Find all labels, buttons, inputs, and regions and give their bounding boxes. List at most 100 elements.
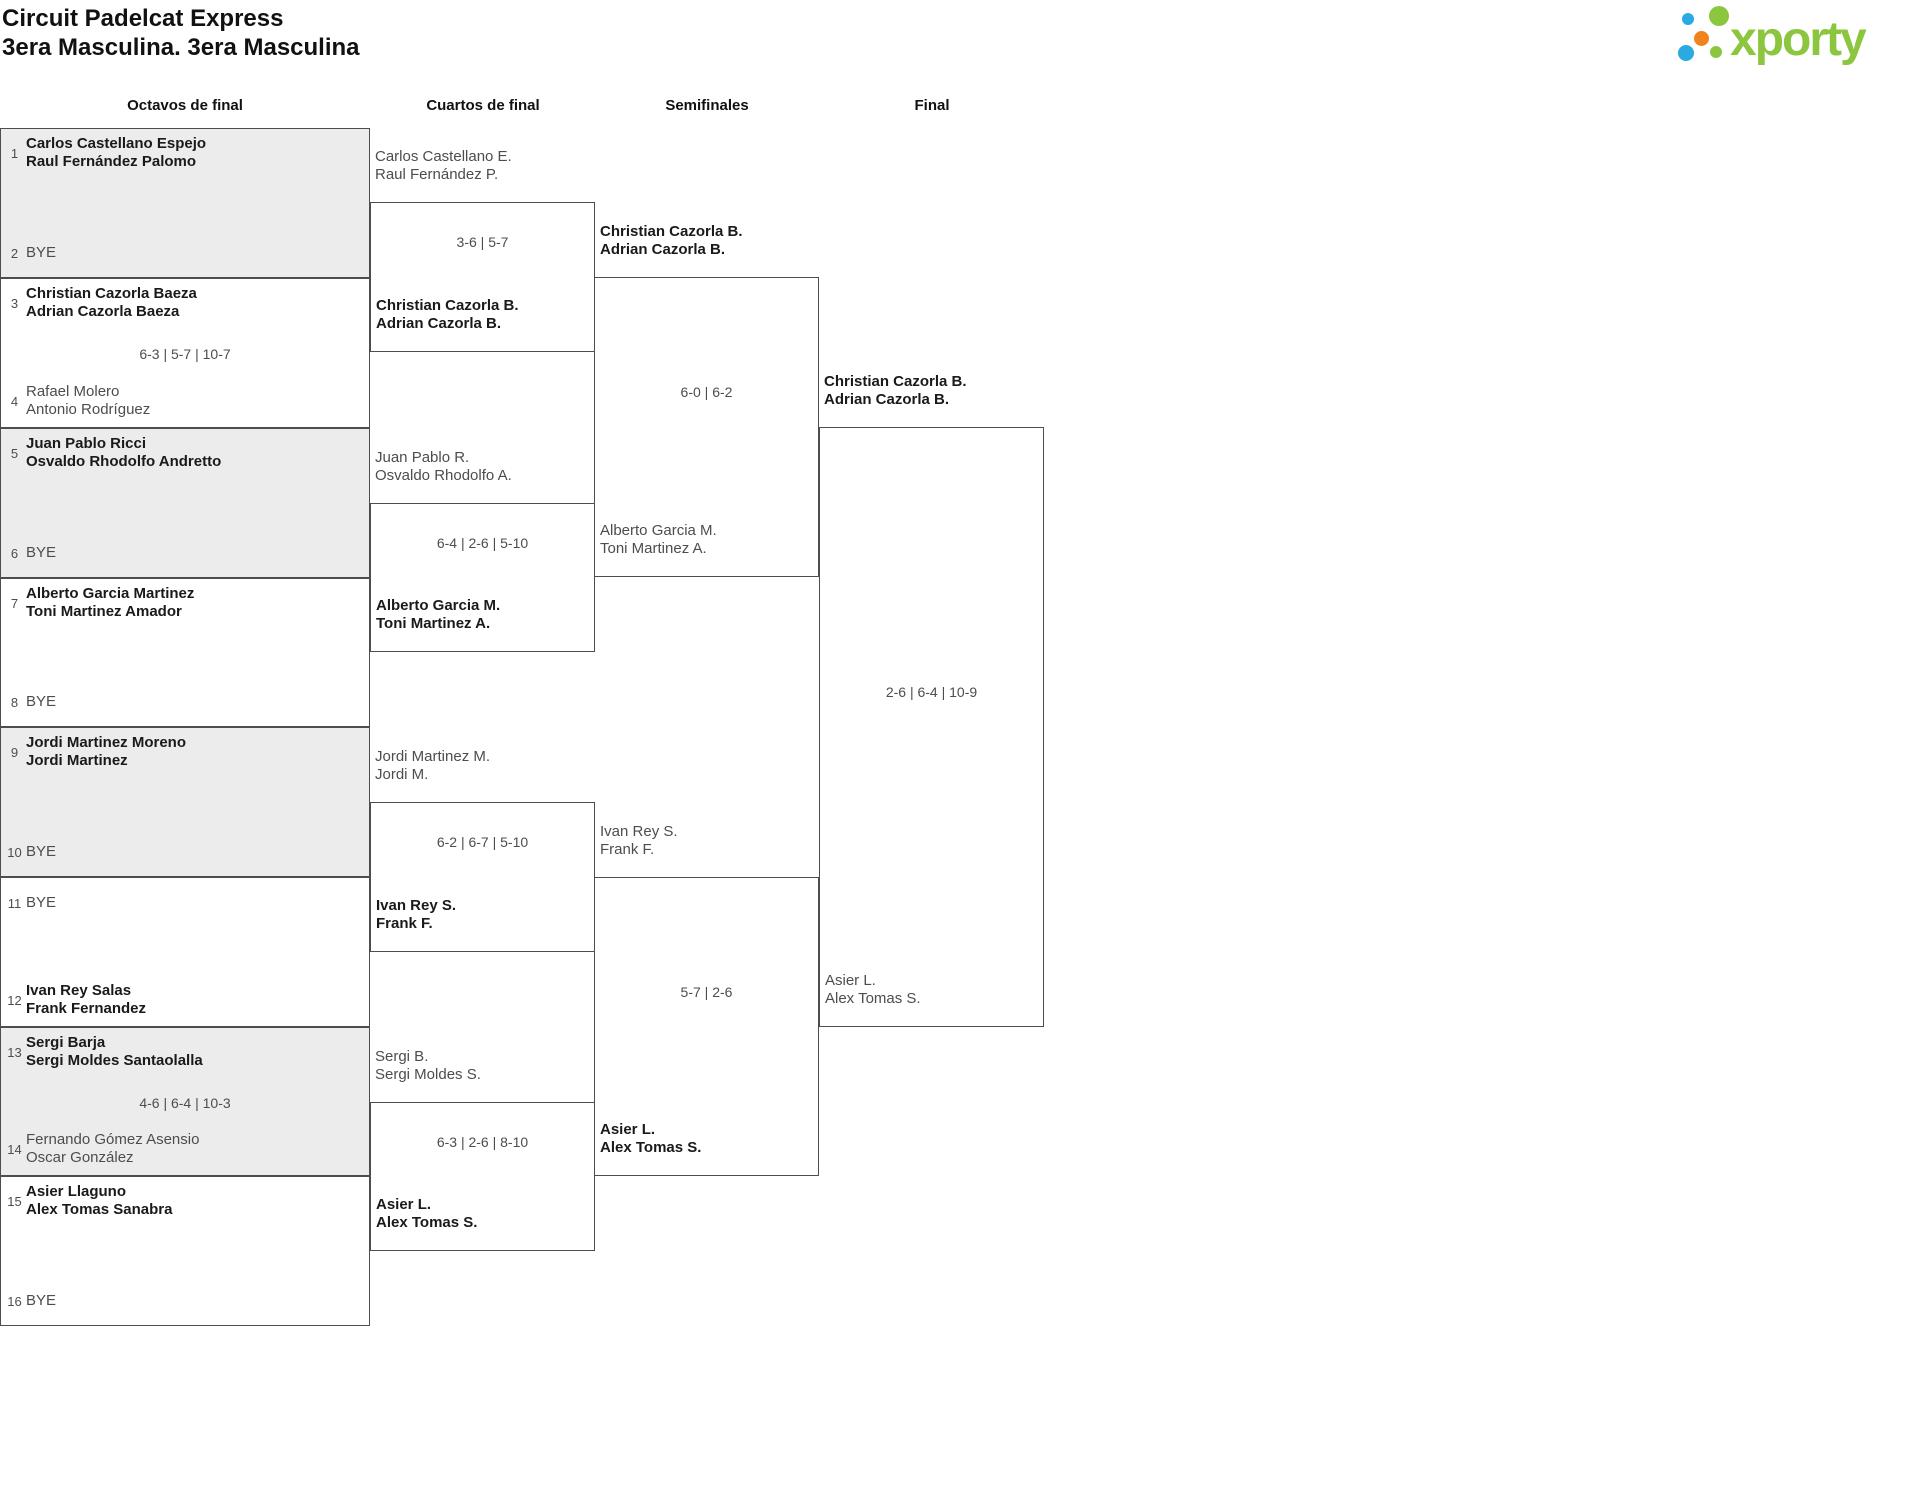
team-name: Ivan Rey Salas Frank Fernandez bbox=[26, 982, 147, 1017]
seed-number: 11 bbox=[7, 895, 22, 911]
finalist-team-label: Christian Cazorla B. Adrian Cazorla B. bbox=[824, 373, 967, 408]
logo-wordmark: xporty bbox=[1730, 13, 1867, 66]
octavos-match-box-4: 7 Alberto Garcia Martinez Toni Martinez … bbox=[0, 578, 370, 727]
seed-number: 5 bbox=[10, 445, 19, 461]
team-slot: 11 BYE bbox=[6, 894, 365, 912]
seed-number: 10 bbox=[7, 844, 22, 860]
tournament-title: Circuit Padelcat Express bbox=[2, 5, 284, 32]
semifinal-match-box-2: 5-7 | 2-6 Asier L. Alex Tomas S. bbox=[594, 877, 819, 1176]
winner-team-label: Asier L. Alex Tomas S. bbox=[600, 1121, 702, 1156]
seed-number: 14 bbox=[7, 1141, 22, 1157]
advancing-team-label: Juan Pablo R. Osvaldo Rhodolfo A. bbox=[375, 449, 512, 484]
team-slot: 5 Juan Pablo Ricci Osvaldo Rhodolfo Andr… bbox=[6, 435, 365, 471]
winner-team-label: Ivan Rey S. Frank F. bbox=[376, 897, 457, 932]
final-match-box: 2-6 | 6-4 | 10-9 Asier L. Alex Tomas S. bbox=[819, 427, 1044, 1027]
team-slot: 6 BYE bbox=[6, 544, 365, 562]
octavos-match-box-1: 1 Carlos Castellano Espejo Raul Fernánde… bbox=[0, 128, 370, 278]
team-slot: 1 Carlos Castellano Espejo Raul Fernánde… bbox=[6, 135, 365, 171]
team-slot: 14 Fernando Gómez Asensio Oscar González bbox=[6, 1131, 365, 1167]
match-score: 6-3 | 5-7 | 10-7 bbox=[139, 346, 231, 362]
octavos-match-box-6: 11 BYE 12 Ivan Rey Salas Frank Fernandez bbox=[0, 877, 370, 1027]
team-name: Christian Cazorla Baeza Adrian Cazorla B… bbox=[26, 285, 197, 320]
logo-dot-green-large bbox=[1709, 6, 1729, 26]
seed-number: 16 bbox=[7, 1293, 22, 1309]
team-name: Rafael Molero Antonio Rodríguez bbox=[26, 383, 151, 418]
match-score: 3-6 | 5-7 bbox=[456, 234, 509, 250]
seed-number: 13 bbox=[7, 1044, 22, 1060]
team-slot: 4 Rafael Molero Antonio Rodríguez bbox=[6, 383, 365, 419]
cuartos-match-box-3: 6-2 | 6-7 | 5-10 Ivan Rey S. Frank F. bbox=[370, 802, 595, 952]
seed-number: 6 bbox=[10, 545, 19, 561]
seed-number: 3 bbox=[10, 295, 19, 311]
seed-number: 2 bbox=[10, 245, 19, 261]
cuartos-match-box-1: 3-6 | 5-7 Christian Cazorla B. Adrian Ca… bbox=[370, 202, 595, 352]
team-slot: 9 Jordi Martinez Moreno Jordi Martinez bbox=[6, 734, 365, 770]
team-slot: 16 BYE bbox=[6, 1292, 365, 1310]
match-score: 4-6 | 6-4 | 10-3 bbox=[139, 1095, 231, 1111]
round-header-cuartos: Cuartos de final bbox=[426, 97, 540, 114]
advancing-team-label: Christian Cazorla B. Adrian Cazorla B. bbox=[600, 223, 743, 258]
winner-team-label: Asier L. Alex Tomas S. bbox=[376, 1196, 478, 1231]
round-header-final: Final bbox=[914, 97, 950, 114]
team-name: BYE bbox=[26, 1292, 57, 1309]
advancing-team-label: Sergi B. Sergi Moldes S. bbox=[375, 1048, 481, 1083]
logo-dot-blue-medium bbox=[1678, 45, 1694, 61]
team-name: BYE bbox=[26, 244, 57, 261]
octavos-match-box-7: 13 Sergi Barja Sergi Moldes Santaolalla … bbox=[0, 1027, 370, 1176]
xporty-logo: xporty bbox=[1670, 0, 1920, 80]
team-name: BYE bbox=[26, 693, 57, 710]
octavos-match-box-2: 3 Christian Cazorla Baeza Adrian Cazorla… bbox=[0, 278, 370, 428]
team-slot: 2 BYE bbox=[6, 244, 365, 262]
team-name: Asier Llaguno Alex Tomas Sanabra bbox=[26, 1183, 173, 1218]
team-name: Jordi Martinez Moreno Jordi Martinez bbox=[26, 734, 187, 769]
team-slot: 3 Christian Cazorla Baeza Adrian Cazorla… bbox=[6, 285, 365, 321]
match-score: 6-2 | 6-7 | 5-10 bbox=[436, 834, 529, 850]
team-name: BYE bbox=[26, 894, 57, 911]
winner-team-label: Alberto Garcia M. Toni Martinez A. bbox=[376, 597, 501, 632]
semifinal-match-box-1: 6-0 | 6-2 Alberto Garcia M. Toni Martine… bbox=[594, 277, 819, 577]
team-slot: 13 Sergi Barja Sergi Moldes Santaolalla bbox=[6, 1034, 365, 1070]
seed-number: 4 bbox=[10, 393, 19, 409]
seed-number: 1 bbox=[10, 145, 19, 161]
cuartos-match-box-2: 6-4 | 2-6 | 5-10 Alberto Garcia M. Toni … bbox=[370, 503, 595, 652]
match-score: 2-6 | 6-4 | 10-9 bbox=[885, 684, 978, 700]
advancing-team-label: Jordi Martinez M. Jordi M. bbox=[375, 748, 491, 783]
match-score: 5-7 | 2-6 bbox=[680, 984, 733, 1000]
team-name: Juan Pablo Ricci Osvaldo Rhodolfo Andret… bbox=[26, 435, 222, 470]
seed-number: 15 bbox=[7, 1193, 22, 1209]
category-subtitle: 3era Masculina. 3era Masculina bbox=[2, 34, 360, 61]
team-name: Carlos Castellano Espejo Raul Fernández … bbox=[26, 135, 207, 170]
seed-number: 12 bbox=[7, 992, 22, 1008]
cuartos-match-box-4: 6-3 | 2-6 | 8-10 Asier L. Alex Tomas S. bbox=[370, 1102, 595, 1251]
octavos-match-box-3: 5 Juan Pablo Ricci Osvaldo Rhodolfo Andr… bbox=[0, 428, 370, 578]
round-header-semifinales: Semifinales bbox=[665, 97, 749, 114]
match-score: 6-3 | 2-6 | 8-10 bbox=[436, 1134, 529, 1150]
team-name: Sergi Barja Sergi Moldes Santaolalla bbox=[26, 1034, 203, 1069]
round-header-octavos: Octavos de final bbox=[127, 97, 243, 114]
team-name: Fernando Gómez Asensio Oscar González bbox=[26, 1131, 200, 1166]
match-score: 6-4 | 2-6 | 5-10 bbox=[436, 535, 529, 551]
team-slot: 12 Ivan Rey Salas Frank Fernandez bbox=[6, 982, 365, 1018]
finalist-team-label: Asier L. Alex Tomas S. bbox=[825, 972, 921, 1007]
team-slot: 8 BYE bbox=[6, 693, 365, 711]
octavos-match-box-8: 15 Asier Llaguno Alex Tomas Sanabra 16 B… bbox=[0, 1176, 370, 1326]
team-slot: 10 BYE bbox=[6, 843, 365, 861]
team-name: Alberto Garcia Martinez Toni Martinez Am… bbox=[26, 585, 195, 620]
winner-team-label: Christian Cazorla B. Adrian Cazorla B. bbox=[376, 297, 519, 332]
seed-number: 8 bbox=[10, 694, 19, 710]
seed-number: 7 bbox=[10, 595, 19, 611]
seed-number: 9 bbox=[10, 744, 19, 760]
logo-dot-orange bbox=[1694, 31, 1709, 46]
octavos-match-box-5: 9 Jordi Martinez Moreno Jordi Martinez 1… bbox=[0, 727, 370, 877]
match-score: 6-0 | 6-2 bbox=[680, 384, 733, 400]
logo-dot-green-small bbox=[1710, 46, 1722, 58]
team-name: BYE bbox=[26, 843, 57, 860]
team-slot: 15 Asier Llaguno Alex Tomas Sanabra bbox=[6, 1183, 365, 1219]
logo-dot-blue-small bbox=[1682, 13, 1694, 25]
advancing-team-label: Carlos Castellano E. Raul Fernández P. bbox=[375, 148, 512, 183]
page-title-block: Circuit Padelcat Express 3era Masculina.… bbox=[2, 4, 360, 62]
team-slot: 7 Alberto Garcia Martinez Toni Martinez … bbox=[6, 585, 365, 621]
team-name: BYE bbox=[26, 544, 57, 561]
advancing-team-label: Alberto Garcia M. Toni Martinez A. bbox=[600, 522, 717, 557]
